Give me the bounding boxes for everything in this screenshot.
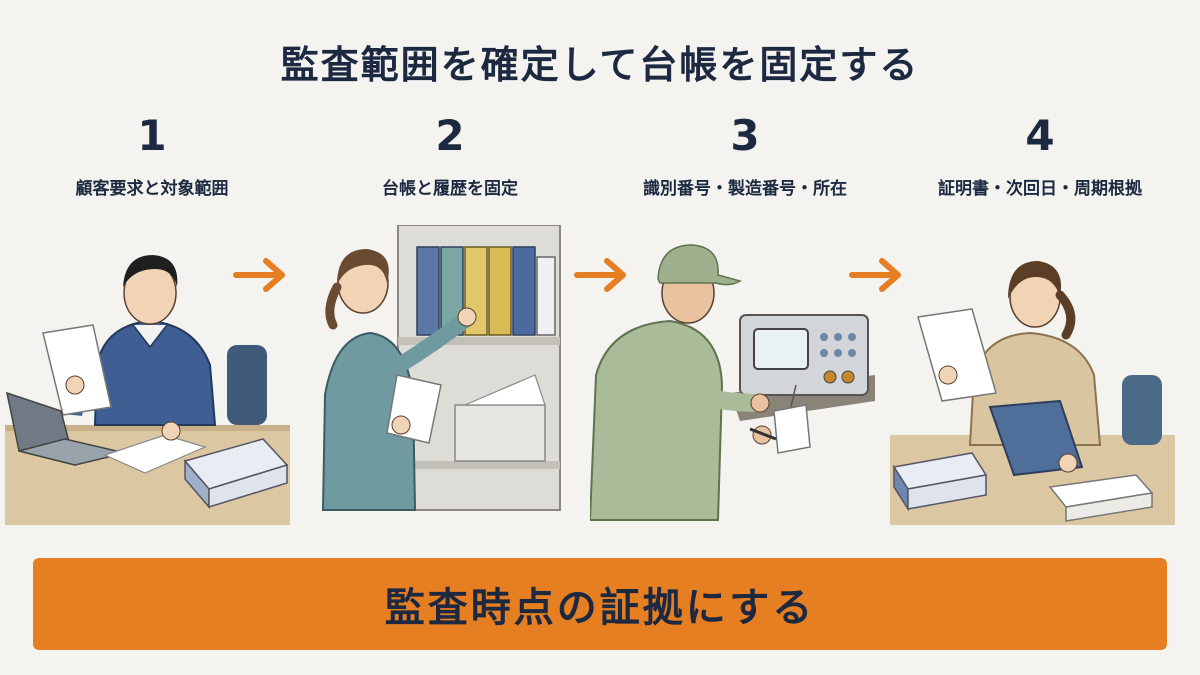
banner-text: 監査時点の証拠にする [384, 585, 816, 631]
step-label: 証明書・次回日・周期根拠 [938, 179, 1142, 199]
step-label: 顧客要求と対象範囲 [75, 179, 229, 199]
page-title: 監査範囲を確定して台帳を固定する [280, 43, 920, 87]
step-number: 1 [137, 111, 167, 160]
illustration-certificate-review [890, 225, 1175, 525]
step-1: 1 顧客要求と対象範囲 [12, 110, 292, 199]
arrow-right-icon [232, 255, 292, 295]
step-label: 識別番号・製造番号・所在 [643, 179, 847, 199]
step-number: 3 [730, 111, 760, 160]
summary-banner: 監査時点の証拠にする [33, 558, 1167, 650]
step-4: 4 証明書・次回日・周期根拠 [900, 110, 1180, 199]
arrow-right-icon [573, 255, 633, 295]
step-3: 3 識別番号・製造番号・所在 [605, 110, 885, 199]
step-2: 2 台帳と履歴を固定 [310, 110, 590, 199]
illustration-equipment-tagging [590, 225, 875, 525]
illustration-requirements-review [5, 225, 290, 525]
step-number: 2 [435, 111, 465, 160]
illustration-ledger-shelf [305, 225, 590, 525]
arrow-right-icon [848, 255, 908, 295]
step-number: 4 [1025, 111, 1055, 160]
step-label: 台帳と履歴を固定 [382, 179, 518, 199]
